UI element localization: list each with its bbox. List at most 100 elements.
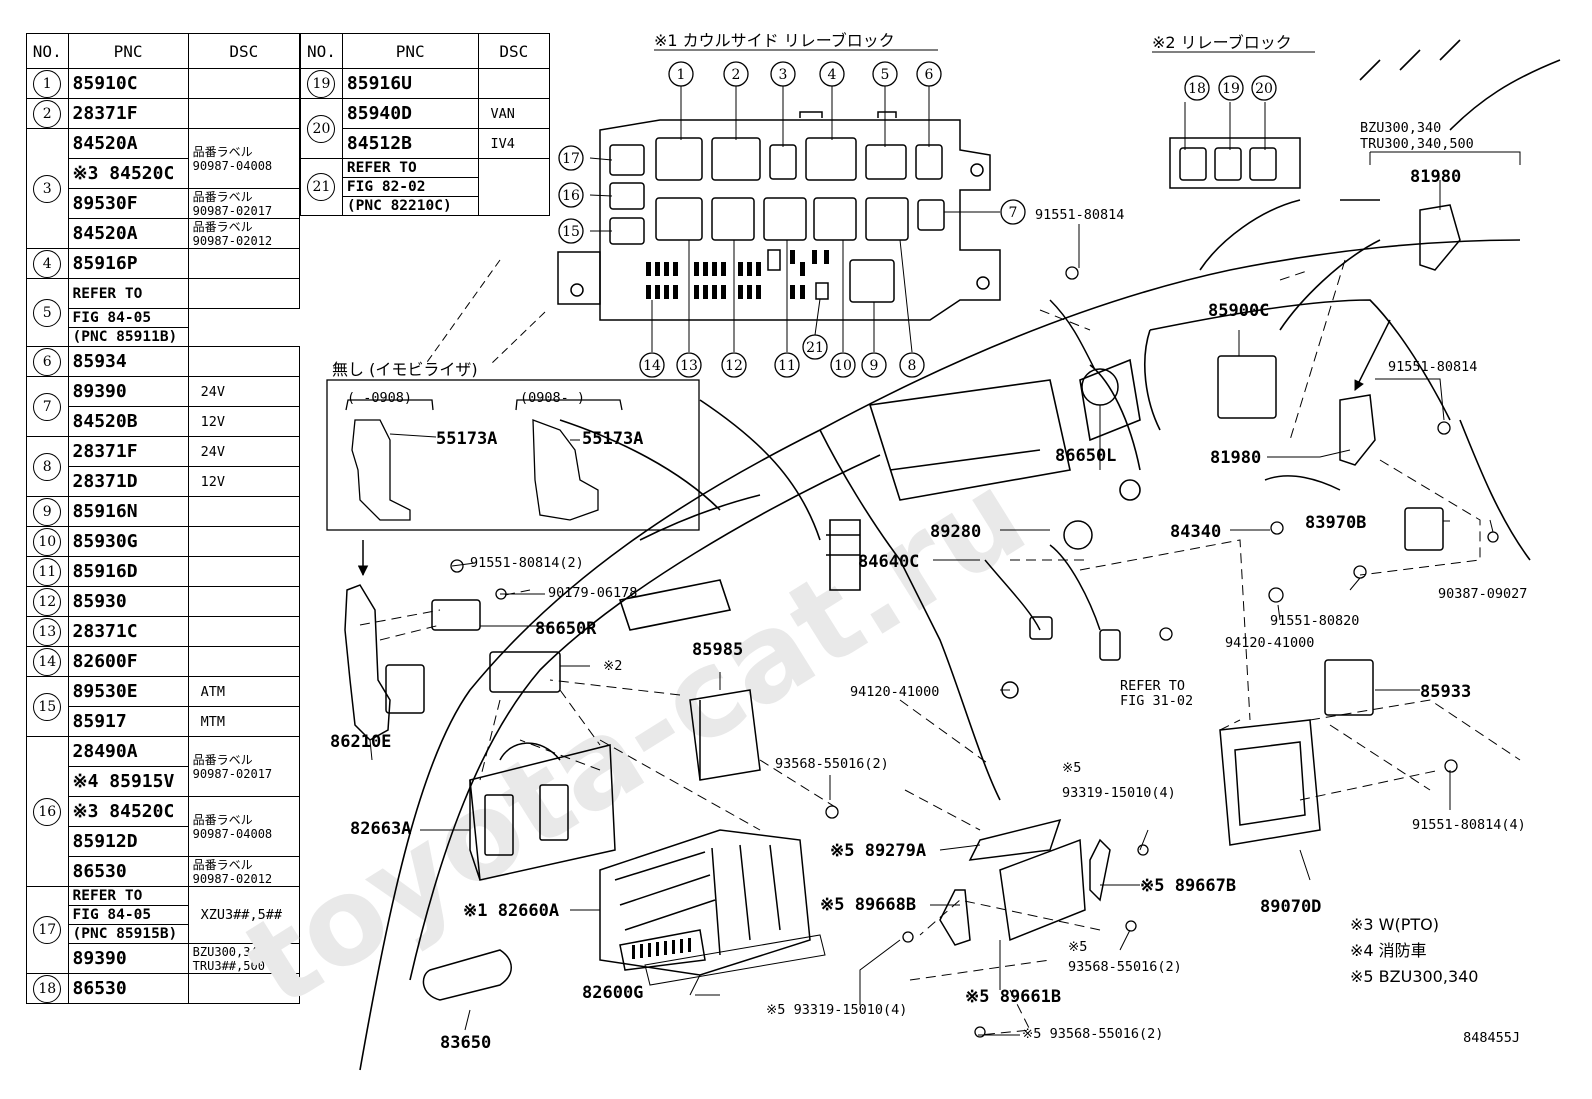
dsc-text: ATM (200, 683, 226, 700)
part-label: 84640C (858, 552, 919, 572)
pnc-cell: 89390 (67, 943, 189, 974)
pnc-cell: 85916N (67, 496, 189, 527)
pnc-cell: 86530 (67, 856, 189, 887)
diagram-id: 848455J (1463, 1030, 1520, 1046)
dsc-text: 品番ラベル (192, 219, 253, 234)
row-number-cell: 3 (26, 128, 69, 249)
dsc-cell (187, 68, 301, 99)
callout-circle (872, 61, 898, 87)
pnc-value: ※3 84520C (72, 163, 175, 184)
col-header-pnc-right: PNC (341, 33, 479, 69)
part-label: ※5 93568-55016(2) (1022, 1026, 1163, 1042)
dsc-text: 90987-04008 (192, 826, 273, 841)
immobilizer-inset (326, 379, 700, 531)
pnc-cell: 86530 (67, 973, 189, 1004)
pnc-value: 85934 (72, 351, 127, 372)
callout-circle (676, 352, 702, 378)
pnc-value: 85910C (72, 73, 138, 94)
pnc-cell: 85912D (67, 826, 189, 857)
circled-number: 21 (307, 173, 336, 201)
pnc-value: 84520A (72, 223, 138, 244)
part-label: 93568-55016(2) (775, 756, 889, 772)
dsc-text: 品番ラベル (192, 812, 253, 827)
callout-number: 9 (870, 358, 879, 374)
part-label: 85900C (1208, 301, 1269, 321)
callout-number: 14 (643, 358, 661, 374)
row-number-cell: 12 (26, 586, 69, 617)
relay-block-callout-leaders (589, 86, 1266, 353)
dsc-text: TRU3##,500 (192, 958, 265, 973)
part-label: ※5 (1068, 939, 1087, 955)
dsc-text: 90987-02017 (192, 203, 273, 218)
part-label: 94120-41000 (850, 684, 939, 700)
pnc-value: 89390 (72, 948, 127, 969)
col-header-pnc: PNC (67, 33, 189, 69)
dsc-cell (187, 248, 301, 279)
callout-number: 2 (732, 67, 741, 83)
pnc-value: 86530 (72, 861, 127, 882)
pnc-value: 89390 (72, 381, 127, 402)
callout-circle (770, 61, 796, 87)
part-label: ※5 89667B (1140, 876, 1236, 896)
pnc-cell: 85916U (341, 68, 479, 99)
col-header-no-right: NO. (300, 33, 343, 69)
pnc-cell: 85917 (67, 706, 189, 737)
inset-right-range: (0908- ) (520, 390, 585, 406)
part-label: 93319-15010(4) (1062, 785, 1176, 801)
dsc-text: 品番ラベル (192, 144, 253, 159)
circled-number: 13 (33, 617, 62, 646)
pnc-value: 85930G (72, 531, 138, 552)
label-leaders (369, 151, 1521, 1036)
dashed-guide-lines (359, 259, 1521, 1036)
part-label: 85985 (692, 640, 743, 660)
dsc-cell (187, 278, 301, 309)
pnc-value: FIG 82-02 (346, 179, 426, 195)
dsc-cell: 24V (187, 376, 301, 407)
model-note-line: BZU300,340 (1360, 120, 1441, 136)
pnc-value: (PNC 82210C) (346, 198, 452, 214)
dsc-cell (187, 646, 301, 677)
row-number-cell: 7 (26, 376, 69, 437)
pnc-value: 85916N (72, 501, 138, 522)
dsc-text: MTM (200, 713, 226, 730)
dsc-cell: 12V (187, 406, 301, 437)
pnc-value: 28371F (72, 103, 138, 124)
part-label: 91551-80814 (1388, 359, 1477, 375)
pnc-value: 85916P (72, 253, 138, 274)
callout-number: 4 (828, 67, 837, 83)
pnc-value: 85916U (346, 73, 412, 94)
part-label: 85933 (1420, 682, 1471, 702)
dsc-cell: IV4 (477, 128, 551, 159)
callout-number: 20 (1255, 81, 1273, 97)
callout-circle (1251, 75, 1277, 101)
dsc-text: XZU3##,5## (200, 907, 282, 923)
pnc-value: 86530 (72, 978, 127, 999)
arrow-to-81980 (1354, 319, 1391, 391)
dsc-cell (187, 496, 301, 527)
pnc-value: 82600F (72, 651, 138, 672)
part-label: ※1 82660A (463, 901, 559, 921)
part-label: 90387-09027 (1438, 586, 1527, 602)
circled-number: 9 (33, 497, 62, 526)
dsc-text: 24V (200, 383, 226, 400)
row-number-cell: 2 (26, 98, 69, 129)
callout-circle (558, 145, 584, 171)
pnc-value: 85916D (72, 561, 138, 582)
bolts (450, 266, 1499, 1038)
dsc-cell (187, 98, 301, 129)
pnc-value: 28490A (72, 741, 138, 762)
table-row: 9 85916N (26, 496, 301, 527)
